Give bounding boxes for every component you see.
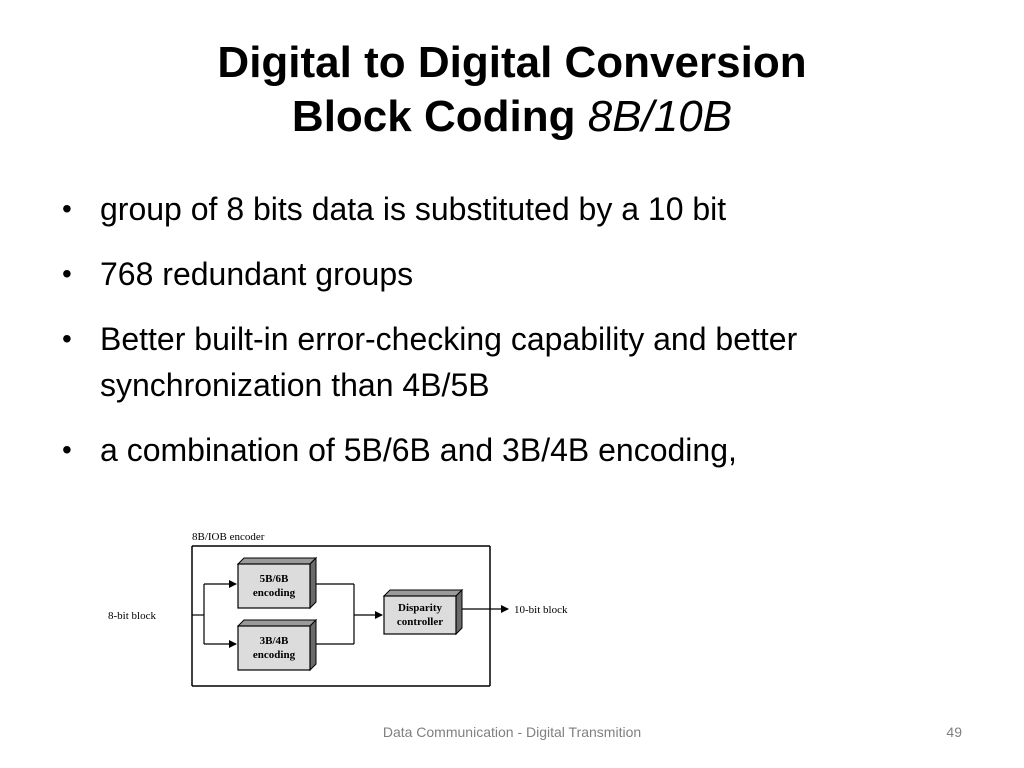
block1-label-1: 5B/6B <box>260 573 289 585</box>
block2-label-1: 3B/4B <box>260 635 289 647</box>
bullet-icon: • <box>62 323 72 354</box>
block2-label-2: encoding <box>253 649 296 661</box>
block1-label-2: encoding <box>253 587 296 599</box>
slide-footer: Data Communication - Digital Transmition <box>382 724 642 740</box>
title-line-2-italic: 8B/10B <box>587 92 733 141</box>
controller-label-2: controller <box>397 616 443 628</box>
input-label: 8-bit block <box>108 610 156 622</box>
bullet-text: 768 redundant groups <box>100 256 414 292</box>
bullet-item: • group of 8 bits data is substituted by… <box>62 186 982 232</box>
title-line-2: Block Coding 8B/10B <box>0 90 1024 144</box>
title-line-1: Digital to Digital Conversion <box>217 38 807 87</box>
bullet-text: Better built-in error-checking capabilit… <box>100 321 798 403</box>
bullet-text: group of 8 bits data is substituted by a… <box>100 191 727 227</box>
bullet-icon: • <box>62 258 72 289</box>
block-3b4b-encoding: 3B/4B encoding <box>236 618 318 672</box>
diagram-caption: 8B/IOB encoder <box>192 531 265 543</box>
bullet-icon: • <box>62 193 72 224</box>
output-label: 10-bit block <box>514 604 568 616</box>
slide-title: Digital to Digital Conversion Block Codi… <box>0 36 1024 144</box>
slide-number: 49 <box>946 724 962 740</box>
bullet-item: • Better built-in error-checking capabil… <box>62 316 982 408</box>
bullet-icon: • <box>62 434 72 465</box>
controller-label-1: Disparity <box>398 602 443 614</box>
disparity-controller-block: Disparity controller <box>382 588 464 636</box>
encoder-diagram-svg: 8B/IOB encoder 8-bit block 5B/6B encodin… <box>108 531 568 687</box>
bullet-text: a combination of 5B/6B and 3B/4B encodin… <box>100 432 737 468</box>
encoder-diagram: 8B/IOB encoder 8-bit block 5B/6B encodin… <box>100 526 600 691</box>
title-line-2-main: Block Coding <box>291 92 576 141</box>
block-5b6b-encoding: 5B/6B encoding <box>236 556 318 610</box>
bullet-item: • 768 redundant groups <box>62 251 982 297</box>
bullet-list: • group of 8 bits data is substituted by… <box>62 186 982 492</box>
bullet-item: • a combination of 5B/6B and 3B/4B encod… <box>62 427 982 473</box>
